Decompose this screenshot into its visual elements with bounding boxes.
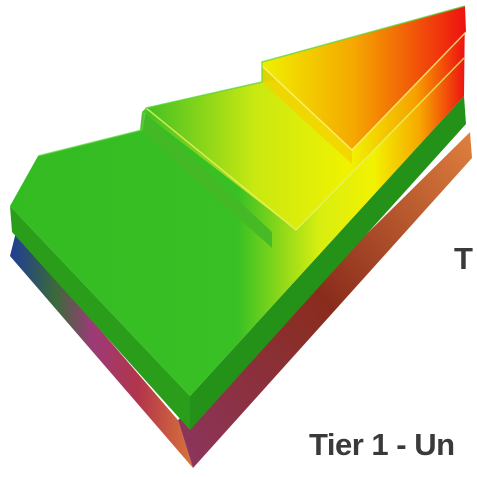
green-front-face xyxy=(10,206,190,430)
step-3-edge xyxy=(261,31,467,152)
tier-1-label: Tier 1 - Un xyxy=(309,427,455,462)
base-right-face xyxy=(178,132,472,468)
green-right-face xyxy=(190,96,466,430)
tier-step-3 xyxy=(261,6,467,164)
step-2-riser xyxy=(140,112,272,248)
tier-label-partial: T xyxy=(454,241,473,276)
base-layer xyxy=(10,122,472,468)
base-left-face xyxy=(10,232,193,468)
ridge-highlight xyxy=(37,5,466,157)
step-3-top xyxy=(262,6,466,150)
step-2-edge xyxy=(145,57,465,232)
step-3-riser xyxy=(262,66,352,164)
